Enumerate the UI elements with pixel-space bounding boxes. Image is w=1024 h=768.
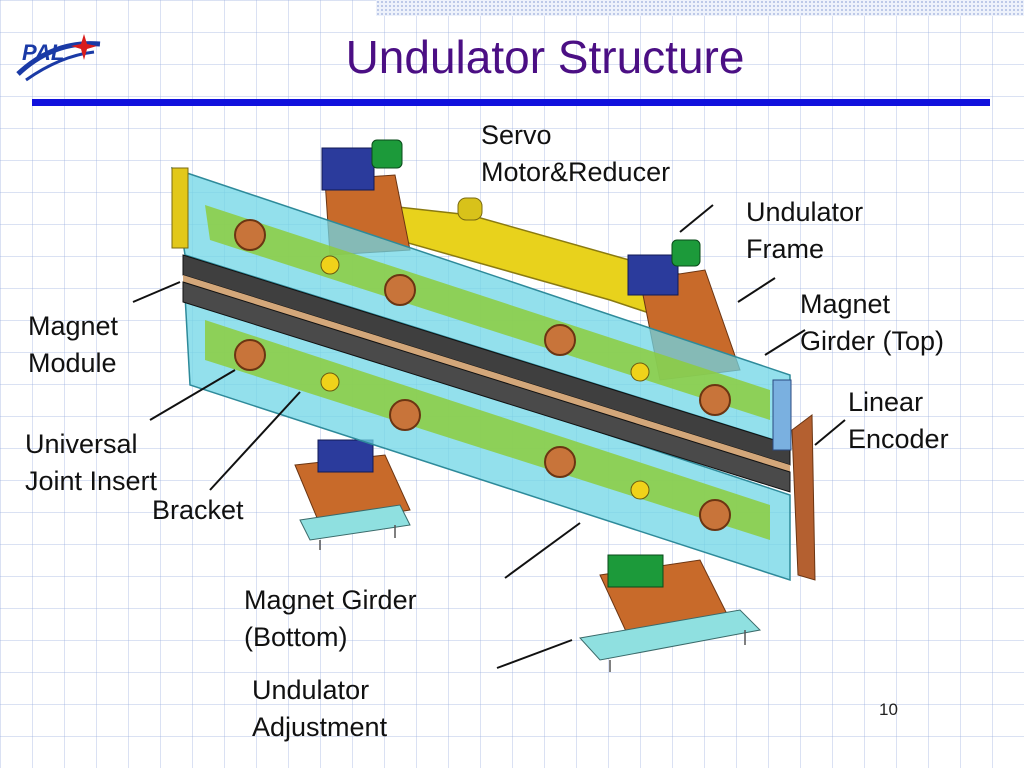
label-linear-encoder: Linear Encoder (848, 387, 949, 454)
right-stand-motor (607, 554, 664, 588)
servo-reducer-left (371, 139, 403, 169)
header-dot-band (376, 0, 1024, 16)
label-magnet-module: Magnet Module (28, 311, 119, 378)
left-base-plate (299, 504, 411, 541)
left-stand-motor (317, 439, 374, 473)
magnet-gap (183, 275, 790, 472)
label-bracket: Bracket (152, 495, 244, 525)
bracket-bolts (320, 255, 650, 500)
right-end-plate (772, 379, 792, 451)
top-green-plate (205, 205, 770, 420)
encoder-bracket (791, 414, 816, 581)
label-servo-motor-reducer: Servo Motor&Reducer (481, 120, 671, 187)
servo-motor-left (321, 147, 375, 191)
servo-motor-right (627, 254, 679, 296)
label-undulator-adjustment: Undulator Adjustment (252, 675, 388, 742)
label-magnet-girder-top: Magnet Girder (Top) (800, 289, 945, 356)
pal-logo-icon: PAL (16, 34, 101, 82)
slide-title: Undulator Structure (345, 31, 745, 83)
svg-text:PAL: PAL (22, 40, 64, 65)
callout-arrows (132, 204, 846, 669)
label-magnet-girder-bottom: Magnet Girder (Bottom) (244, 585, 417, 652)
magnet-module-lower (182, 281, 791, 493)
bottom-green-plate (205, 320, 770, 540)
frame-lift-eye (457, 197, 483, 221)
left-end-plate (171, 167, 189, 249)
title-underline (32, 99, 990, 106)
right-base-plate (579, 609, 762, 661)
label-universal-joint-insert: Universal Joint Insert (25, 429, 158, 496)
label-undulator-frame: Undulator Frame (746, 197, 864, 264)
universal-joint-inserts (234, 219, 731, 531)
servo-reducer-right (671, 239, 701, 267)
page-number: 10 (879, 700, 898, 719)
